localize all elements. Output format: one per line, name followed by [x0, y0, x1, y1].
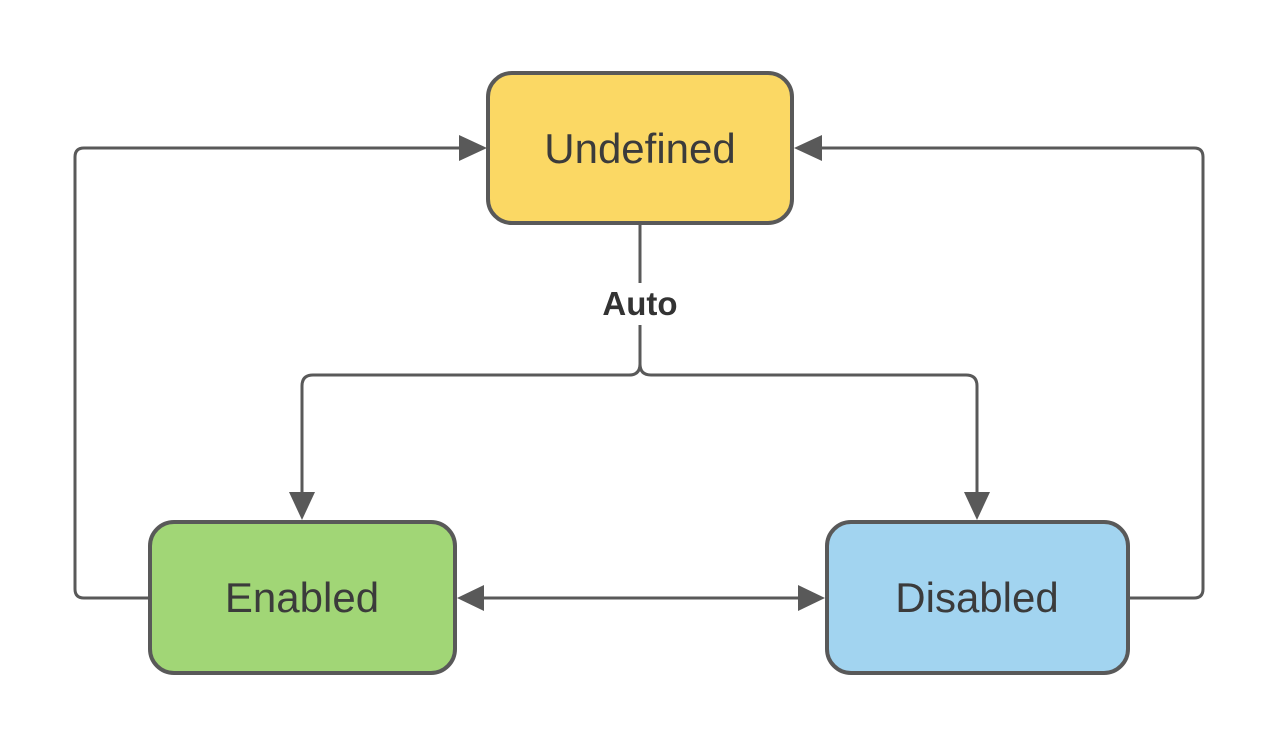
edge-undefined-to-disabled-arrowhead: [964, 492, 990, 520]
edge-label-auto-backing: [596, 283, 684, 325]
edge-label-auto: Auto: [602, 285, 677, 322]
node-enabled[interactable]: Enabled: [148, 520, 457, 675]
edge-undefined-to-disabled: [638, 363, 979, 493]
edge-disabled-to-undefined: [821, 146, 1205, 600]
node-enabled-shape[interactable]: [148, 520, 457, 675]
edge-enabled-to-undefined-arrowhead: [459, 135, 487, 161]
edge-undefined-to-enabled: [300, 363, 642, 493]
edge-disabled-to-undefined-arrowhead: [794, 135, 822, 161]
node-undefined[interactable]: Undefined: [486, 71, 794, 225]
edge-undefined-to-enabled-arrowhead: [289, 492, 315, 520]
node-disabled[interactable]: Disabled: [825, 520, 1130, 675]
node-disabled-label: Disabled: [895, 574, 1058, 621]
node-undefined-label: Undefined: [544, 125, 735, 172]
node-undefined-shape[interactable]: [486, 71, 794, 225]
edge-enabled-to-undefined: [73, 146, 460, 600]
edge-enabled-disabled-left-arrowhead: [457, 585, 484, 611]
node-disabled-shape[interactable]: [825, 520, 1130, 675]
edge-enabled-disabled-right-arrowhead: [798, 585, 825, 611]
node-enabled-label: Enabled: [225, 574, 379, 621]
